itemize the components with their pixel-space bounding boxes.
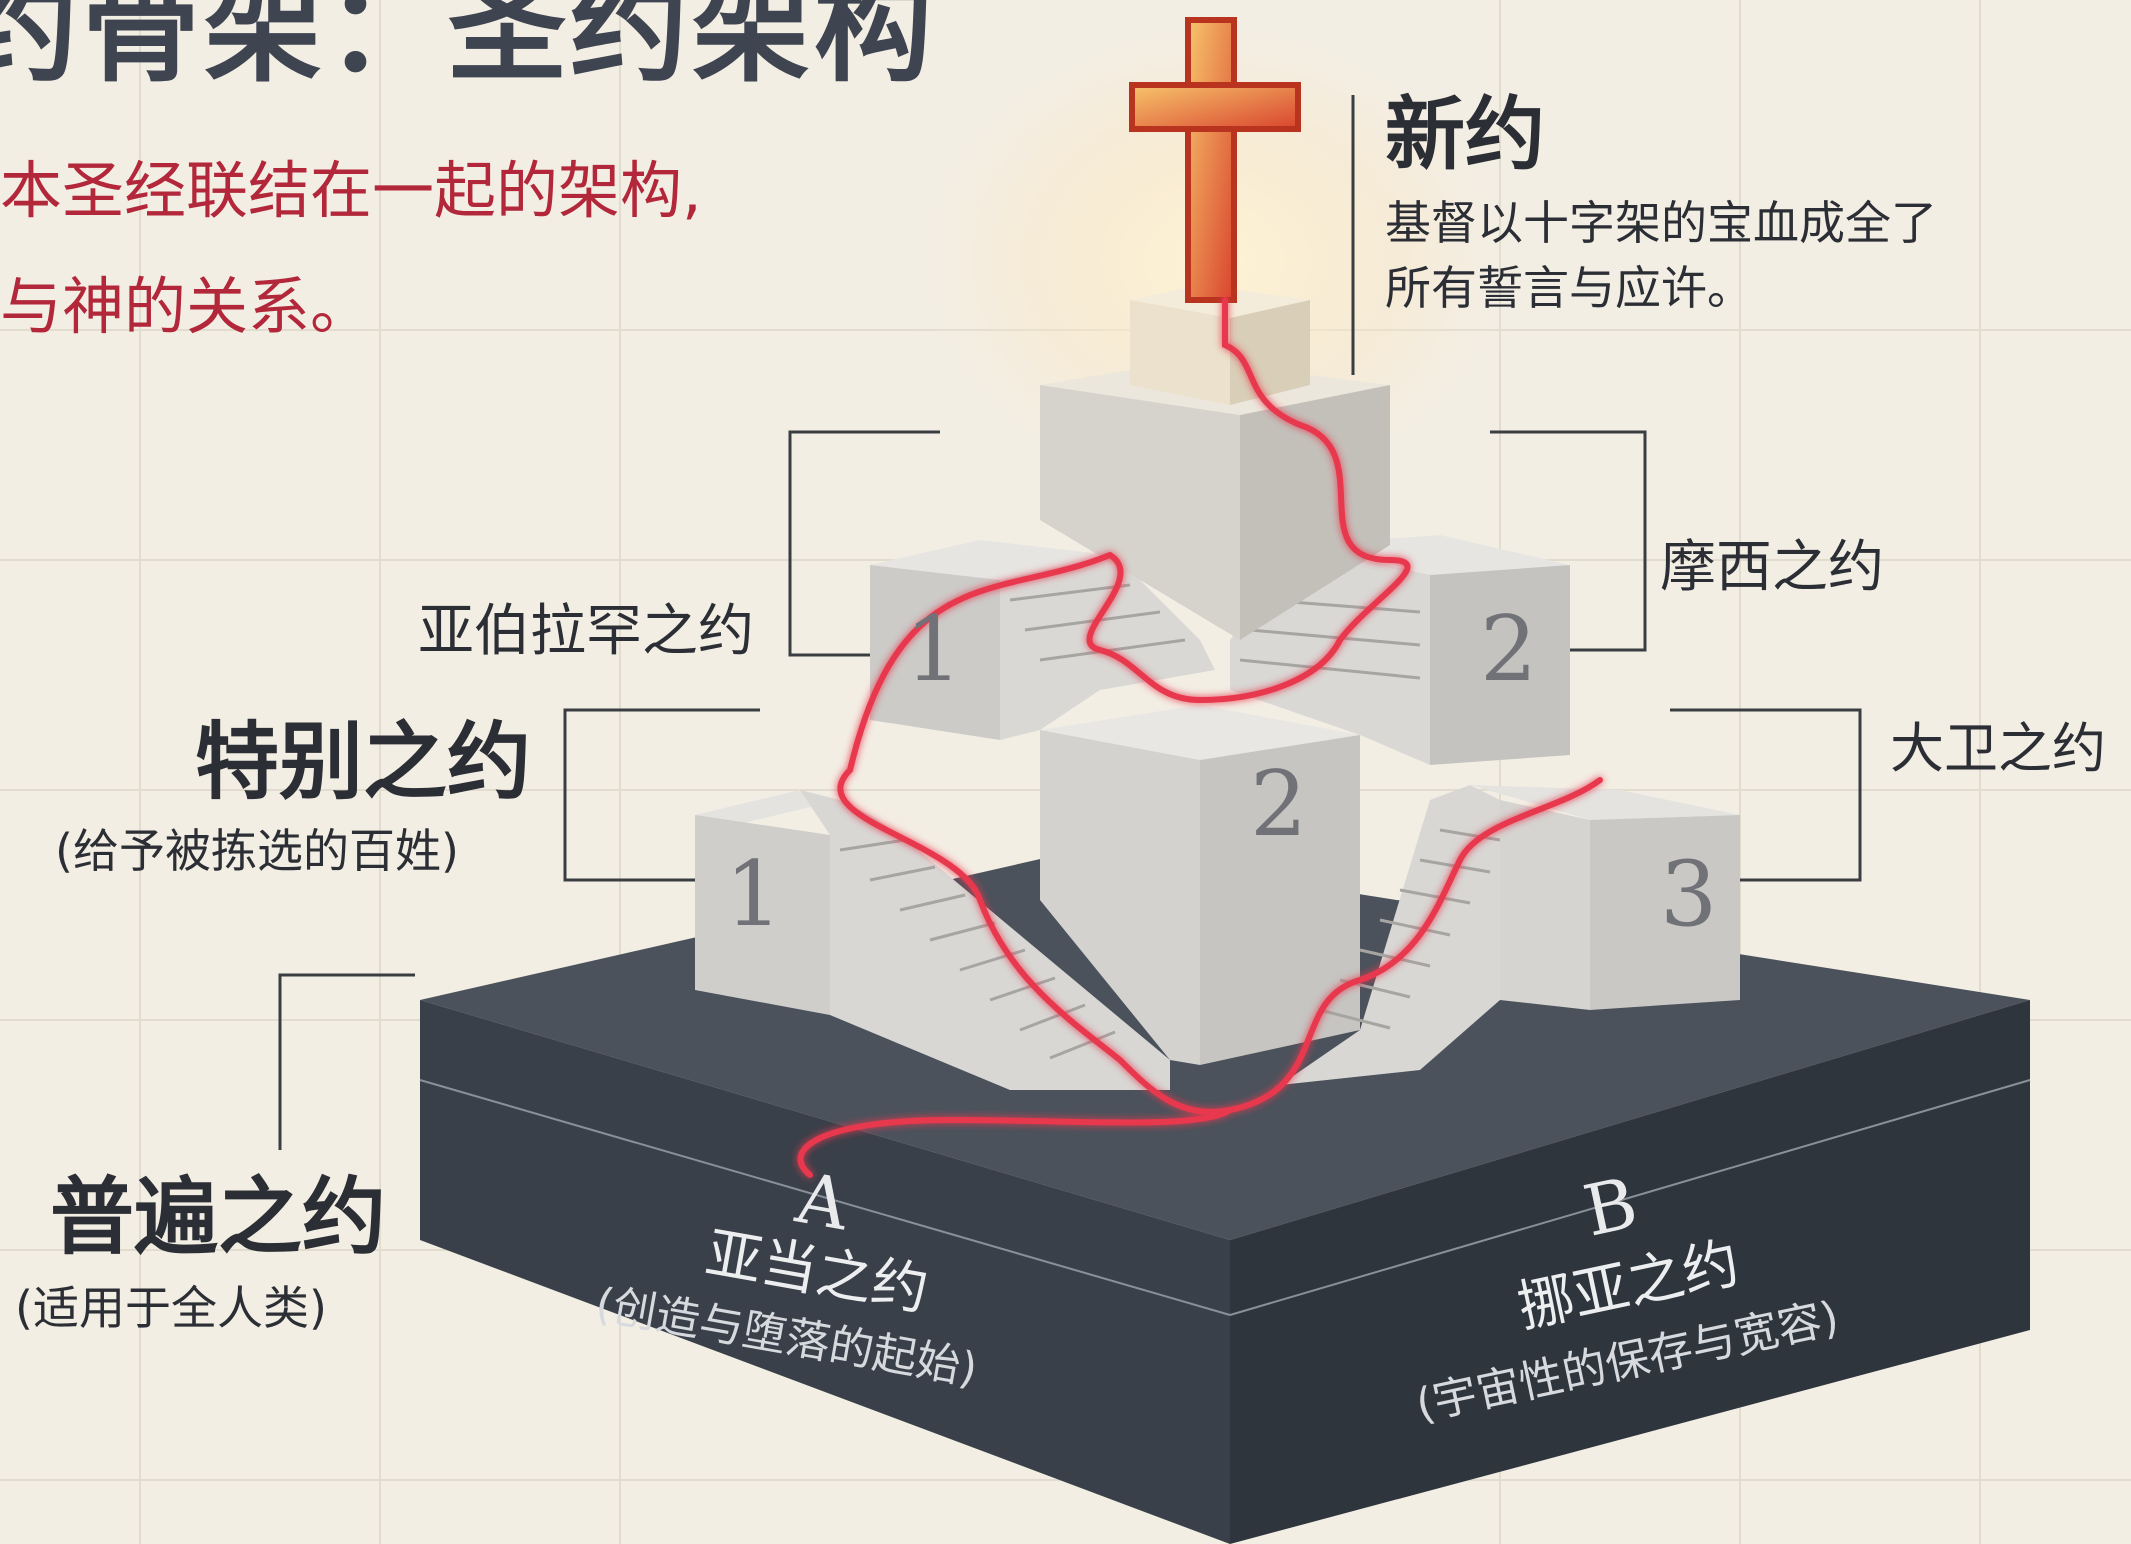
new-covenant-label: 新约 [1385, 88, 1545, 181]
step-number-upper-right: 2 [1480, 597, 1537, 702]
new-covenant-desc-2: 所有誓言与应许。 [1385, 261, 1753, 315]
step-number-upper-left: 1 [905, 597, 962, 702]
abrahamic-covenant-label: 亚伯拉罕之约 [418, 599, 754, 664]
subtitle-line-2: 与神的关系。 [0, 270, 373, 343]
red-bloodline [797, 297, 1603, 1178]
callout-mosaic [1490, 430, 1647, 652]
lower-right-block-top [1470, 785, 1740, 820]
upper-left-stairs [1000, 555, 1215, 740]
universal-covenant-note: (适用于全人类) [15, 1281, 327, 1335]
subtitle-line-1: 本圣经联结在一起的架构, [0, 154, 702, 227]
lower-center-block-front [1200, 735, 1360, 1065]
mosaic-covenant-label: 摩西之约 [1660, 535, 1884, 600]
lower-right-block-side [1500, 800, 1590, 1010]
lower-left-block-top [695, 790, 840, 825]
special-covenant-note: (给予被拣选的百姓) [55, 824, 459, 878]
step-number-lower-center: 2 [1250, 752, 1307, 857]
step-number-lower-right: 3 [1660, 842, 1717, 947]
lower-left-stairs [800, 790, 1170, 1090]
top-block-left [1040, 385, 1240, 640]
callout-special [563, 708, 760, 882]
lower-left-block-front [695, 815, 830, 1015]
step-number-lower-left: 1 [725, 842, 782, 947]
callout-abrahamic [788, 430, 940, 657]
lower-right-stairs [1280, 785, 1500, 1085]
special-covenant-label: 特别之约 [195, 713, 532, 811]
upper-left-block-front [870, 565, 1000, 740]
cross-icon [1129, 17, 1301, 303]
callout-universal [278, 973, 415, 1150]
base-left-face [420, 1000, 1230, 1544]
lower-center-block-side [1040, 730, 1200, 1065]
new-covenant-desc-1: 基督以十字架的宝血成全了 [1385, 196, 1937, 250]
davidic-covenant-label: 大卫之约 [1890, 717, 2106, 780]
lower-right-block-front [1590, 815, 1740, 1010]
upper-left-stair-lines [1009, 583, 1186, 662]
callout-davidic [1670, 708, 1862, 882]
callout-lines [278, 95, 1862, 1150]
page-title: 约骨架：圣约架构 [0, 0, 937, 98]
base-right-face [1230, 1000, 2030, 1544]
pedestal-left [1130, 300, 1230, 405]
upper-left-block-top [870, 540, 1110, 580]
upper-right-block-front [1430, 565, 1570, 765]
lower-tier [695, 705, 1740, 1090]
lower-center-block-top [1040, 705, 1360, 760]
universal-covenant-label: 普遍之约 [50, 1168, 387, 1266]
top-block-right [1240, 385, 1390, 640]
lower-left-stair-lines [839, 838, 1116, 1060]
